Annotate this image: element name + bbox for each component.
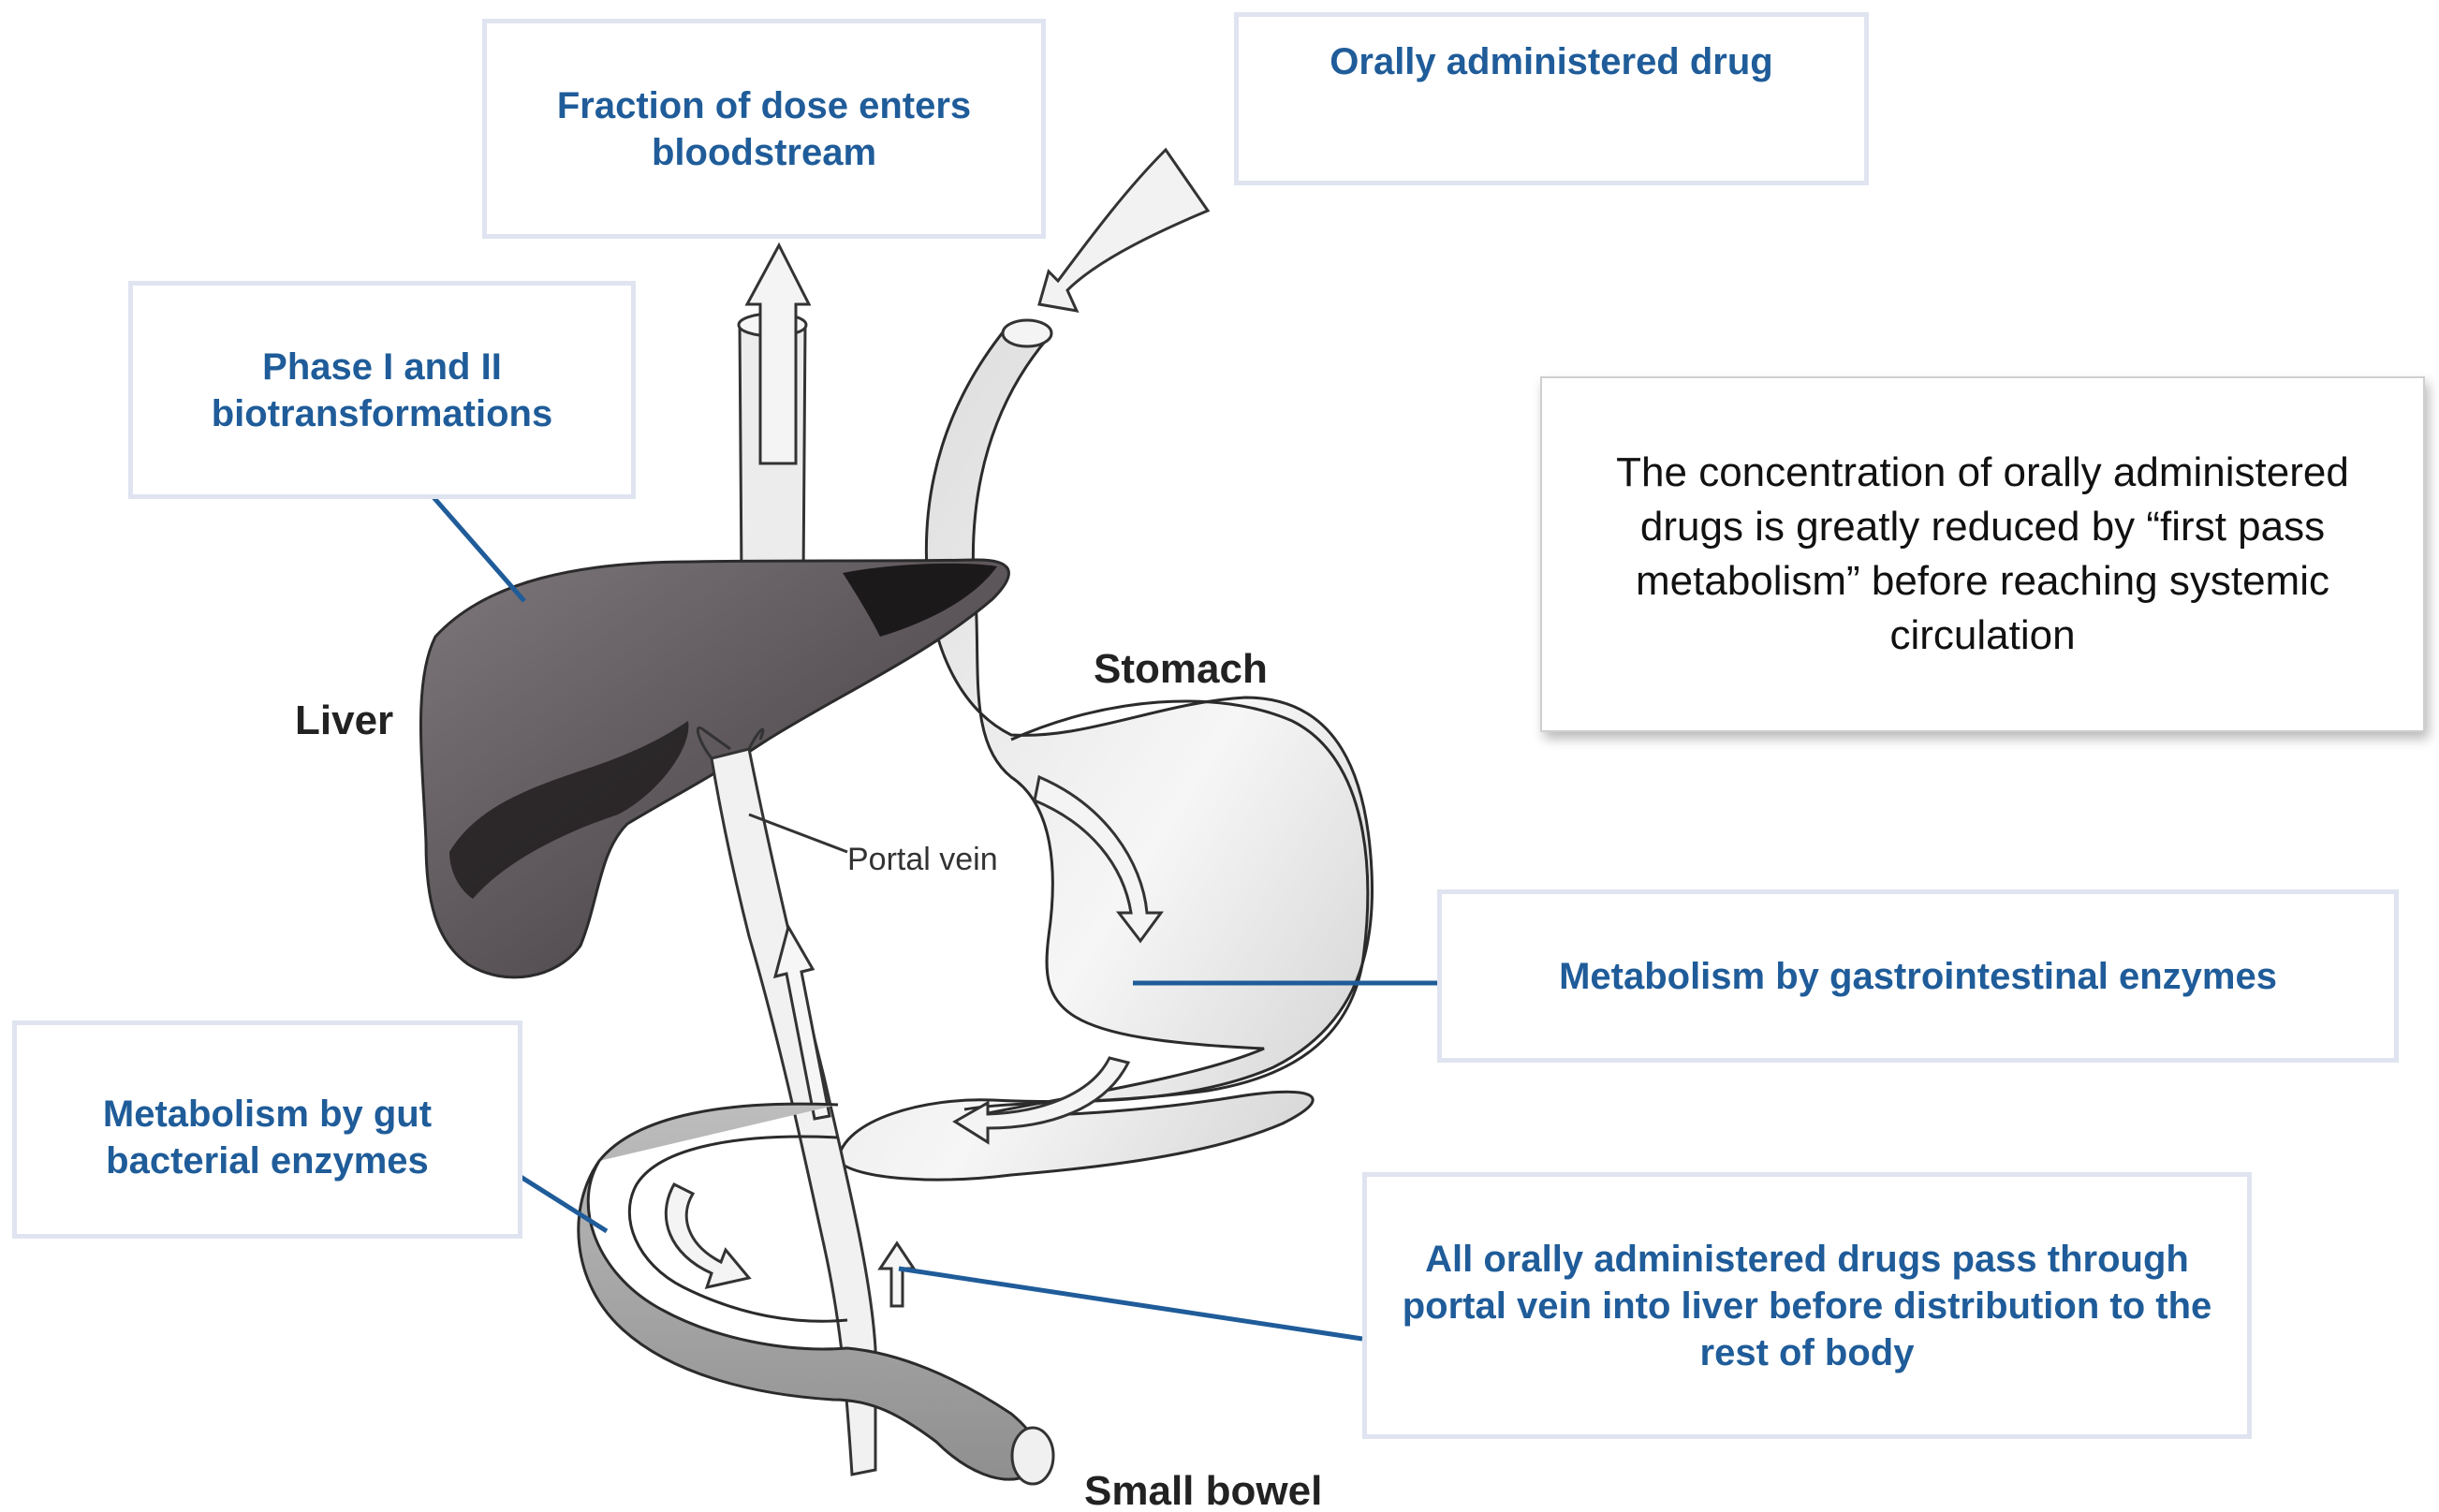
label-small-bowel: Small bowel [1084, 1468, 1322, 1512]
callout-gi-enzymes: Metabolism by gastrointestinal enzymes [1437, 889, 2399, 1063]
label-liver: Liver [295, 697, 393, 744]
leader-phase [433, 496, 524, 601]
up-arrow-bowel [880, 1243, 914, 1306]
callout-portal-vein-path: All orally administered drugs pass throu… [1362, 1172, 2252, 1439]
label-stomach: Stomach [1094, 646, 1268, 693]
label-portal-vein: Portal vein [847, 841, 998, 878]
first-pass-note: The concentration of orally administered… [1540, 376, 2425, 732]
leader-bacteria [518, 1175, 607, 1231]
callout-phase-biotransformations: Phase I and II biotransformations [128, 281, 636, 499]
callout-fraction-bloodstream: Fraction of dose enters bloodstream [482, 19, 1046, 239]
oral-drug-arrow [1039, 150, 1208, 311]
callout-orally-administered-drug: Orally administered drug [1234, 12, 1869, 185]
callout-gut-bacterial-enzymes: Metabolism by gut bacterial enzymes [12, 1020, 522, 1239]
stomach [838, 328, 1373, 1180]
leader-portal [899, 1269, 1362, 1339]
bowel-arrow [666, 1184, 749, 1287]
